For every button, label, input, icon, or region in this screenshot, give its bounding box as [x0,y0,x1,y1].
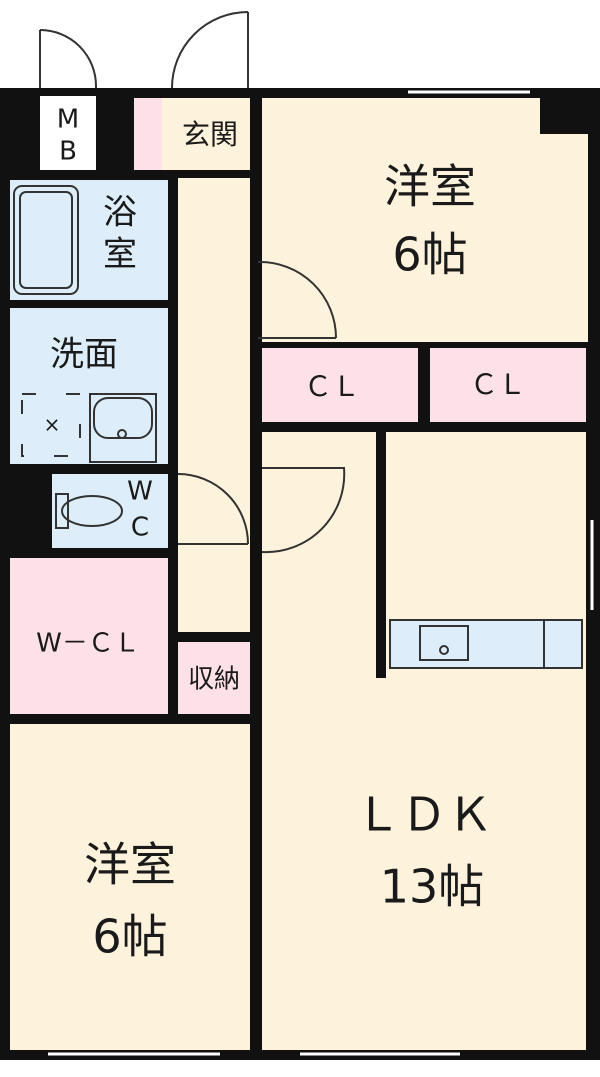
ldk-label-2: 13帖 [380,860,485,914]
kitchen-sink [419,625,469,661]
entrance-step [134,98,162,170]
genkan-label: 玄関 [182,118,238,151]
kitchen-counter [389,619,583,669]
kitchen-partition [376,432,386,678]
mb-label-2: B [59,137,77,167]
closet-2 [430,348,586,422]
washer-space [21,393,81,457]
window-marks [48,90,594,1056]
interior-doors [177,260,346,554]
toilet [52,474,168,548]
wcl-label: W－ＣＬ [36,629,140,659]
bathtub [13,185,79,295]
hallway [178,178,250,632]
wash-basin [89,393,157,463]
senmen-label: 洗面 [50,335,118,375]
room-top-label-1: 洋室 [384,160,476,214]
ldk-label-1: ＬＤＫ [355,788,493,842]
corner-pillar [540,98,588,134]
cl-label-1: ＣＬ [304,370,360,403]
room-top-label-2: 6帖 [392,228,467,282]
mb-label-1: M [57,105,79,135]
entrance-doors [39,11,249,89]
walk-in-closet [10,558,168,714]
room-bottom-label-2: 6帖 [92,910,167,964]
bath-label-2: 室 [103,235,137,275]
meter-box [40,96,96,170]
storage [178,642,250,714]
wc-label-2: C [131,513,149,543]
wc-label-1: W [127,477,153,507]
washer-mark: × [44,413,61,437]
shuno-label: 収納 [188,665,240,695]
room-bottom-label-1: 洋室 [84,838,176,892]
room-western-top [262,98,588,342]
closet-1 [262,348,418,422]
room-western-bottom [10,724,250,1050]
bath-label-1: 浴 [103,193,137,233]
room-ldk [262,432,586,1050]
cl-label-2: ＣＬ [470,368,526,401]
bathroom [10,180,168,300]
toilet-fixture [55,493,123,529]
